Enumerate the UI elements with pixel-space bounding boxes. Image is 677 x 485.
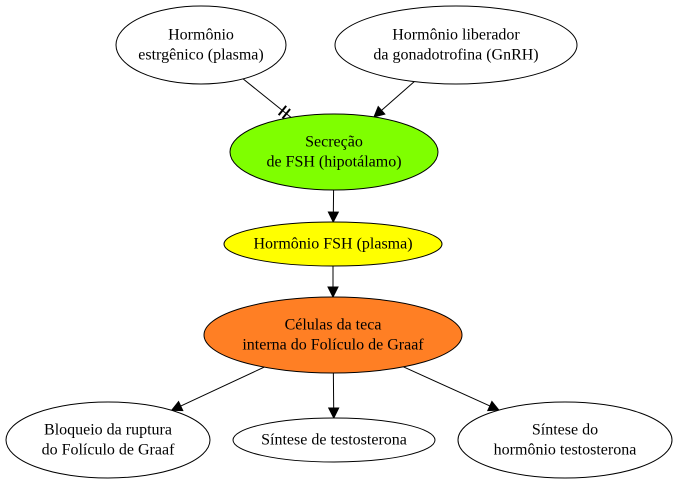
edge-line: [242, 78, 292, 118]
arrowhead-icon: [170, 400, 184, 412]
edge-estrogenic-to-fsh_secretion: [242, 78, 292, 119]
node-fsh-secretion: Secreção de FSH (hipotálamo): [229, 113, 439, 191]
node-label: Síntese do: [532, 422, 598, 439]
edge-gnrh-to-fsh_secretion: [373, 81, 415, 118]
node-label: estrgênico (plasma): [138, 47, 263, 64]
node-ellipse: [229, 113, 439, 191]
edge-theca_cells-to-testosterone_hormone: [403, 366, 500, 412]
node-ellipse: [334, 5, 578, 85]
node-estrogenic-plasma: Hormônio estrgênico (plasma): [115, 5, 287, 85]
node-label: Hormônio: [168, 27, 234, 44]
node-label: do Folículo de Graaf: [42, 442, 176, 459]
arrowhead-icon: [373, 105, 386, 118]
edge-line: [403, 366, 491, 407]
edge-line: [381, 81, 415, 111]
arrowhead-icon: [327, 286, 339, 299]
edge-theca_cells-to-rupture_block: [170, 366, 265, 412]
node-testosterone-hormone: Síntese do hormônio testosterona: [457, 401, 673, 479]
node-label: Secreção: [305, 134, 363, 151]
node-label: de FSH (hipotálamo): [266, 154, 401, 171]
arrowhead-icon: [327, 407, 340, 420]
arrowhead-icon: [486, 400, 500, 412]
arrowhead-icon: [327, 211, 340, 224]
node-fsh-plasma: Hormônio FSH (plasma): [223, 221, 443, 267]
inhibition-bar-icon: [277, 105, 287, 116]
node-ellipse: [223, 221, 443, 267]
node-gnrh: Hormônio liberador da gonadotrofina (GnRH…: [334, 5, 578, 85]
node-ellipse: [457, 401, 673, 479]
node-testosterone-synthesis: Síntese de testosterona: [232, 417, 436, 463]
node-ellipse: [115, 5, 287, 85]
node-ellipse: [203, 296, 463, 374]
node-theca-cells: Células da teca interna do Folículo de Gr…: [203, 296, 463, 374]
edge-line: [180, 366, 265, 407]
node-label: Bloqueio da ruptura: [44, 422, 172, 439]
node-label: Hormônio liberador: [392, 27, 520, 44]
node-label: da gonadotrofina (GnRH): [373, 47, 538, 64]
node-label: Células da teca: [285, 317, 382, 334]
node-label: interna do Folículo de Graaf: [242, 337, 424, 354]
node-label: hormônio testosterona: [494, 442, 637, 459]
edge-fsh_secretion-to-fsh_plasma: [327, 189, 340, 224]
edge-theca_cells-to-testosterone: [327, 372, 340, 420]
inhibition-bar-icon: [281, 108, 291, 119]
edge-fsh_plasma-to-theca_cells: [327, 266, 339, 299]
node-rupture-block: Bloqueio da ruptura do Folículo de Graaf: [5, 401, 211, 479]
node-ellipse: [232, 417, 436, 463]
node-ellipse: [5, 401, 211, 479]
edges-layer: [170, 78, 500, 420]
node-label: Síntese de testosterona: [261, 432, 407, 449]
node-label: Hormônio FSH (plasma): [253, 236, 412, 253]
nodes-layer: Hormônio estrgênico (plasma) Hormônio libe…: [5, 5, 673, 479]
